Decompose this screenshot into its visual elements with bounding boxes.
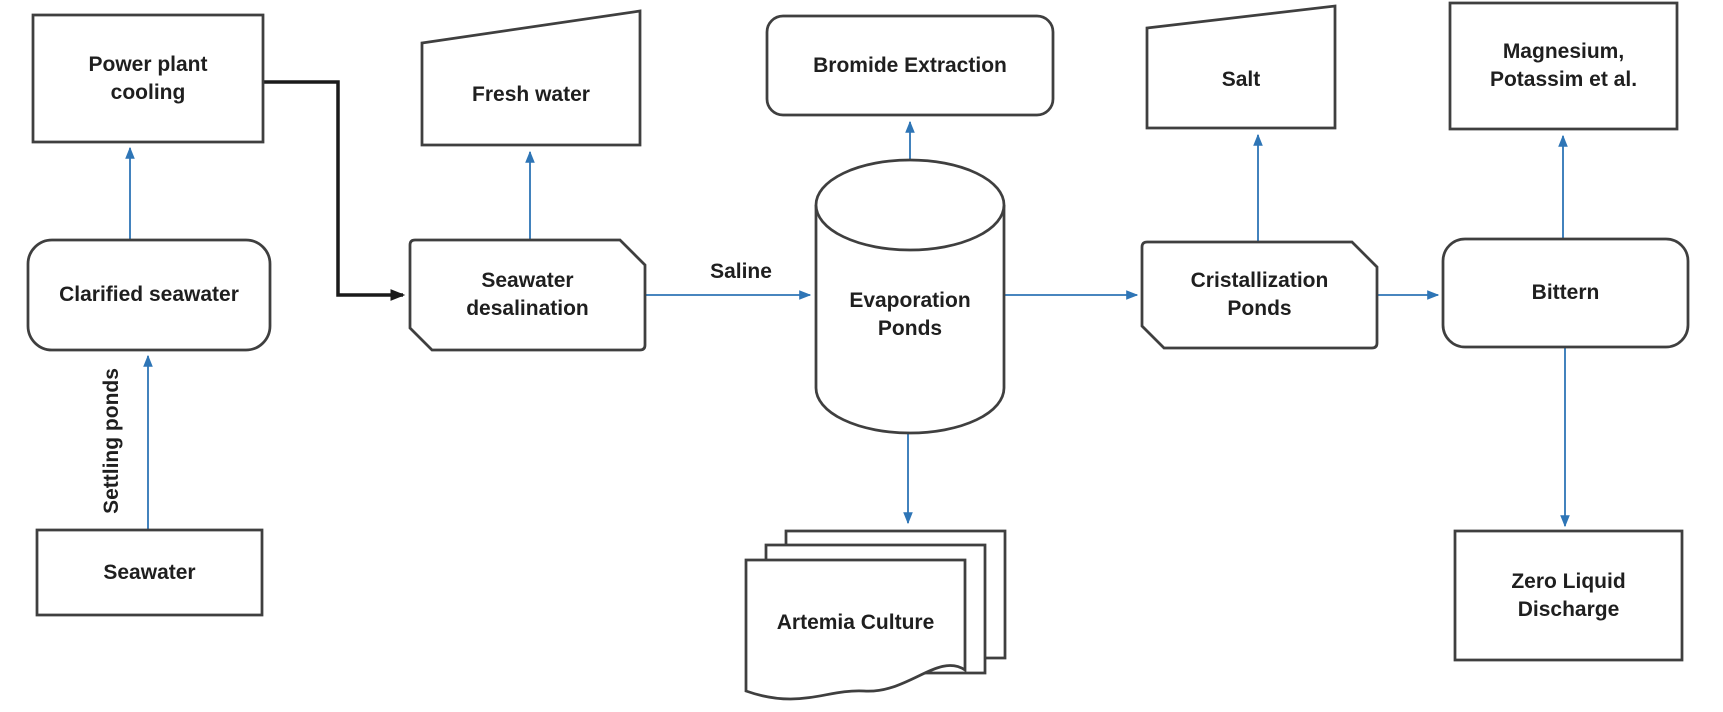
node-evaporation-ponds-top: [814, 158, 1006, 252]
node-zero-liquid-discharge-shape: [1453, 529, 1684, 662]
edge-label-settling-ponds: Settling ponds: [100, 368, 123, 514]
node-fresh-water-shape: [420, 9, 642, 147]
node-evaporation-ponds-body: [814, 205, 1006, 435]
node-cristallization-ponds-shape: [1140, 240, 1379, 350]
node-bromide-extraction-shape: [765, 14, 1055, 117]
node-power-plant-cooling-shape: [31, 13, 265, 144]
node-artemia-doc-front: [744, 558, 967, 701]
node-magnesium-shape: [1448, 1, 1679, 131]
edge-label-saline: Saline: [710, 260, 772, 283]
node-seawater-desalination-shape: [408, 238, 647, 352]
node-bittern-shape: [1441, 237, 1690, 349]
edge-power-plant-to-desalination: [263, 80, 406, 301]
node-clarified-seawater-shape: [26, 238, 272, 352]
node-salt-shape: [1145, 4, 1337, 130]
node-seawater-shape: [35, 528, 264, 617]
